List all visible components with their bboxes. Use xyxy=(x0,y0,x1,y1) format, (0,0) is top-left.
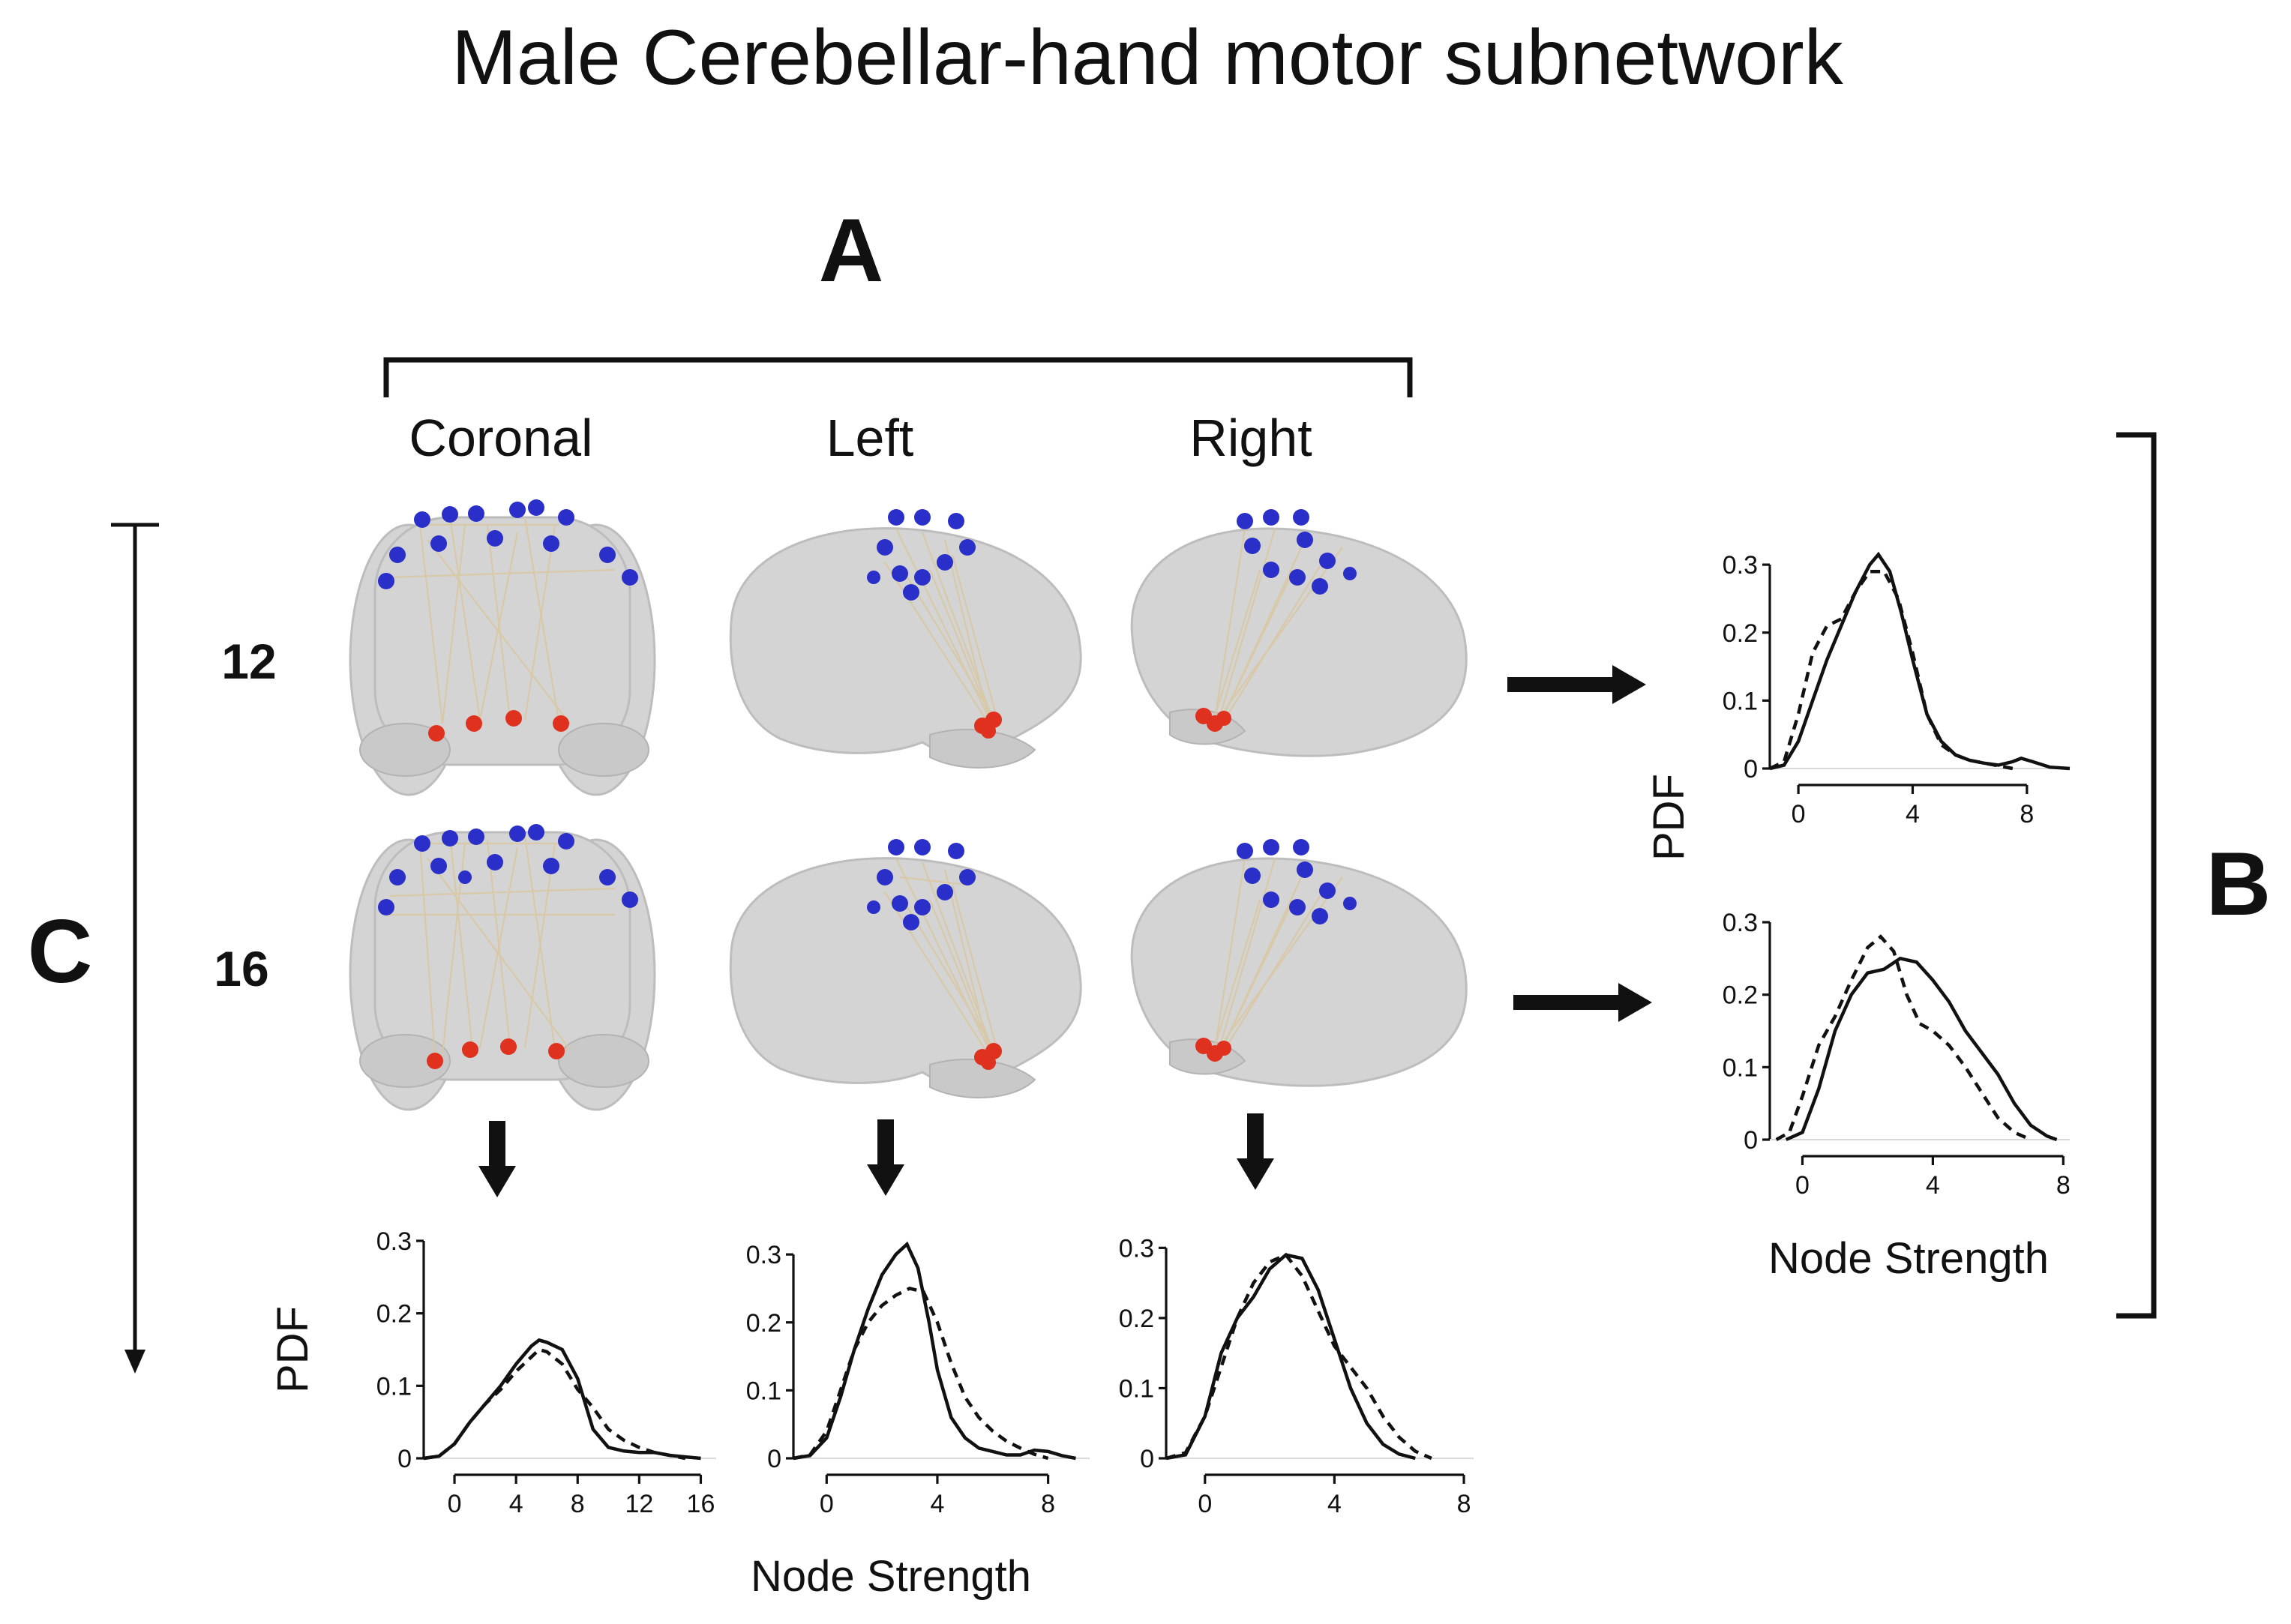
x-tick-label: 4 xyxy=(1327,1490,1342,1518)
brain-left-16 xyxy=(729,839,1082,1098)
y-tick-label: 0 xyxy=(1744,1126,1758,1155)
arrow-down-right xyxy=(1237,1113,1274,1190)
y-tick-label: 0.2 xyxy=(1723,981,1758,1010)
y-tick-label: 0.1 xyxy=(1119,1374,1154,1403)
view-label-coronal: Coronal xyxy=(409,409,592,467)
y-tick-label: 0.3 xyxy=(1723,909,1758,937)
series-solid-line xyxy=(1785,956,2058,1142)
row-label-12: 12 xyxy=(221,634,276,689)
chart-b-16: 0 0.1 0.2 0.3 0 4 8 xyxy=(1723,909,2071,1200)
y-tick-label: 0.2 xyxy=(746,1309,781,1338)
x-tick-label: 8 xyxy=(2056,1171,2071,1200)
series-dashed-line xyxy=(1165,1252,1432,1461)
x-tick-label: 0 xyxy=(1792,800,1806,828)
panel-label-c: C xyxy=(28,901,93,1002)
x-tick-label: 0 xyxy=(1795,1171,1810,1200)
brain-coronal-12 xyxy=(349,499,656,796)
panel-a-bracket xyxy=(383,357,1413,397)
x-tick-label: 8 xyxy=(571,1490,585,1518)
x-tick-label: 4 xyxy=(1906,800,1920,828)
row-label-16: 16 xyxy=(214,941,268,996)
y-tick-label: 0.2 xyxy=(1723,619,1758,648)
ylabel-panel-c: PDF xyxy=(268,1306,317,1393)
y-tick-label: 0.1 xyxy=(376,1372,412,1401)
series-dashed-line xyxy=(423,1347,686,1461)
series-solid-line xyxy=(1165,1253,1416,1461)
arrow-down-left xyxy=(867,1119,904,1196)
panel-label-b: B xyxy=(2206,834,2272,934)
x-tick-label: 0 xyxy=(1198,1490,1212,1518)
series-solid-line xyxy=(423,1338,701,1461)
xlabel-panel-c: Node Strength xyxy=(751,1552,1031,1601)
y-tick-label: 0.1 xyxy=(1723,1053,1758,1082)
xlabel-panel-b: Node Strength xyxy=(1768,1234,2049,1283)
x-tick-label: 8 xyxy=(2020,800,2034,828)
y-tick-label: 0.3 xyxy=(1723,551,1758,580)
brain-left-12 xyxy=(729,509,1082,769)
panel-label-a: A xyxy=(819,200,884,301)
x-tick-label: 8 xyxy=(1041,1490,1055,1518)
arrow-to-b-16 xyxy=(1513,983,1652,1022)
y-tick-label: 0 xyxy=(1140,1445,1154,1473)
x-tick-label: 16 xyxy=(687,1490,715,1518)
x-tick-label: 0 xyxy=(448,1490,462,1518)
y-tick-label: 0 xyxy=(767,1445,781,1473)
series-dashed-line xyxy=(1775,934,2032,1142)
y-tick-label: 0.1 xyxy=(1723,687,1758,715)
view-label-right: Right xyxy=(1189,409,1312,467)
y-tick-label: 0.3 xyxy=(376,1227,412,1256)
arrow-down-coronal xyxy=(478,1121,516,1197)
series-solid-line xyxy=(1769,551,2071,771)
y-tick-label: 0.3 xyxy=(746,1241,781,1269)
chart-c-right: 0 0.1 0.2 0.3 0 4 8 xyxy=(1119,1234,1474,1518)
panel-c-arrow xyxy=(111,523,159,1374)
series-solid-line xyxy=(793,1241,1076,1461)
x-tick-label: 4 xyxy=(1926,1171,1940,1200)
series-dashed-line xyxy=(793,1287,1049,1461)
series-dashed-line xyxy=(1769,569,2014,771)
panel-b-bracket xyxy=(2116,432,2157,1319)
x-tick-label: 8 xyxy=(1457,1490,1471,1518)
figure-title: Male Cerebellar-hand motor subnetwork xyxy=(451,14,1844,101)
brain-right-16 xyxy=(1130,839,1468,1087)
brain-coronal-16 xyxy=(349,824,656,1111)
y-tick-label: 0.1 xyxy=(746,1377,781,1405)
y-tick-label: 0.3 xyxy=(1119,1234,1154,1263)
x-tick-label: 12 xyxy=(625,1490,653,1518)
chart-c-coronal: 0 0.1 0.2 0.3 0 4 8 12 16 xyxy=(376,1227,716,1518)
y-tick-label: 0 xyxy=(397,1445,412,1473)
y-tick-label: 0.2 xyxy=(1119,1305,1154,1333)
ylabel-panel-b: PDF xyxy=(1645,774,1693,861)
arrow-to-b-12 xyxy=(1507,665,1646,704)
brain-right-12 xyxy=(1130,509,1468,757)
x-tick-label: 4 xyxy=(509,1490,523,1518)
chart-c-left: 0 0.1 0.2 0.3 0 4 8 xyxy=(746,1241,1090,1518)
chart-b-12: 0 0.1 0.2 0.3 0 4 8 xyxy=(1723,551,2071,828)
x-tick-label: 0 xyxy=(820,1490,834,1518)
view-label-left: Left xyxy=(826,409,914,467)
y-tick-label: 0.2 xyxy=(376,1300,412,1329)
x-tick-label: 4 xyxy=(931,1490,945,1518)
y-tick-label: 0 xyxy=(1744,755,1758,784)
